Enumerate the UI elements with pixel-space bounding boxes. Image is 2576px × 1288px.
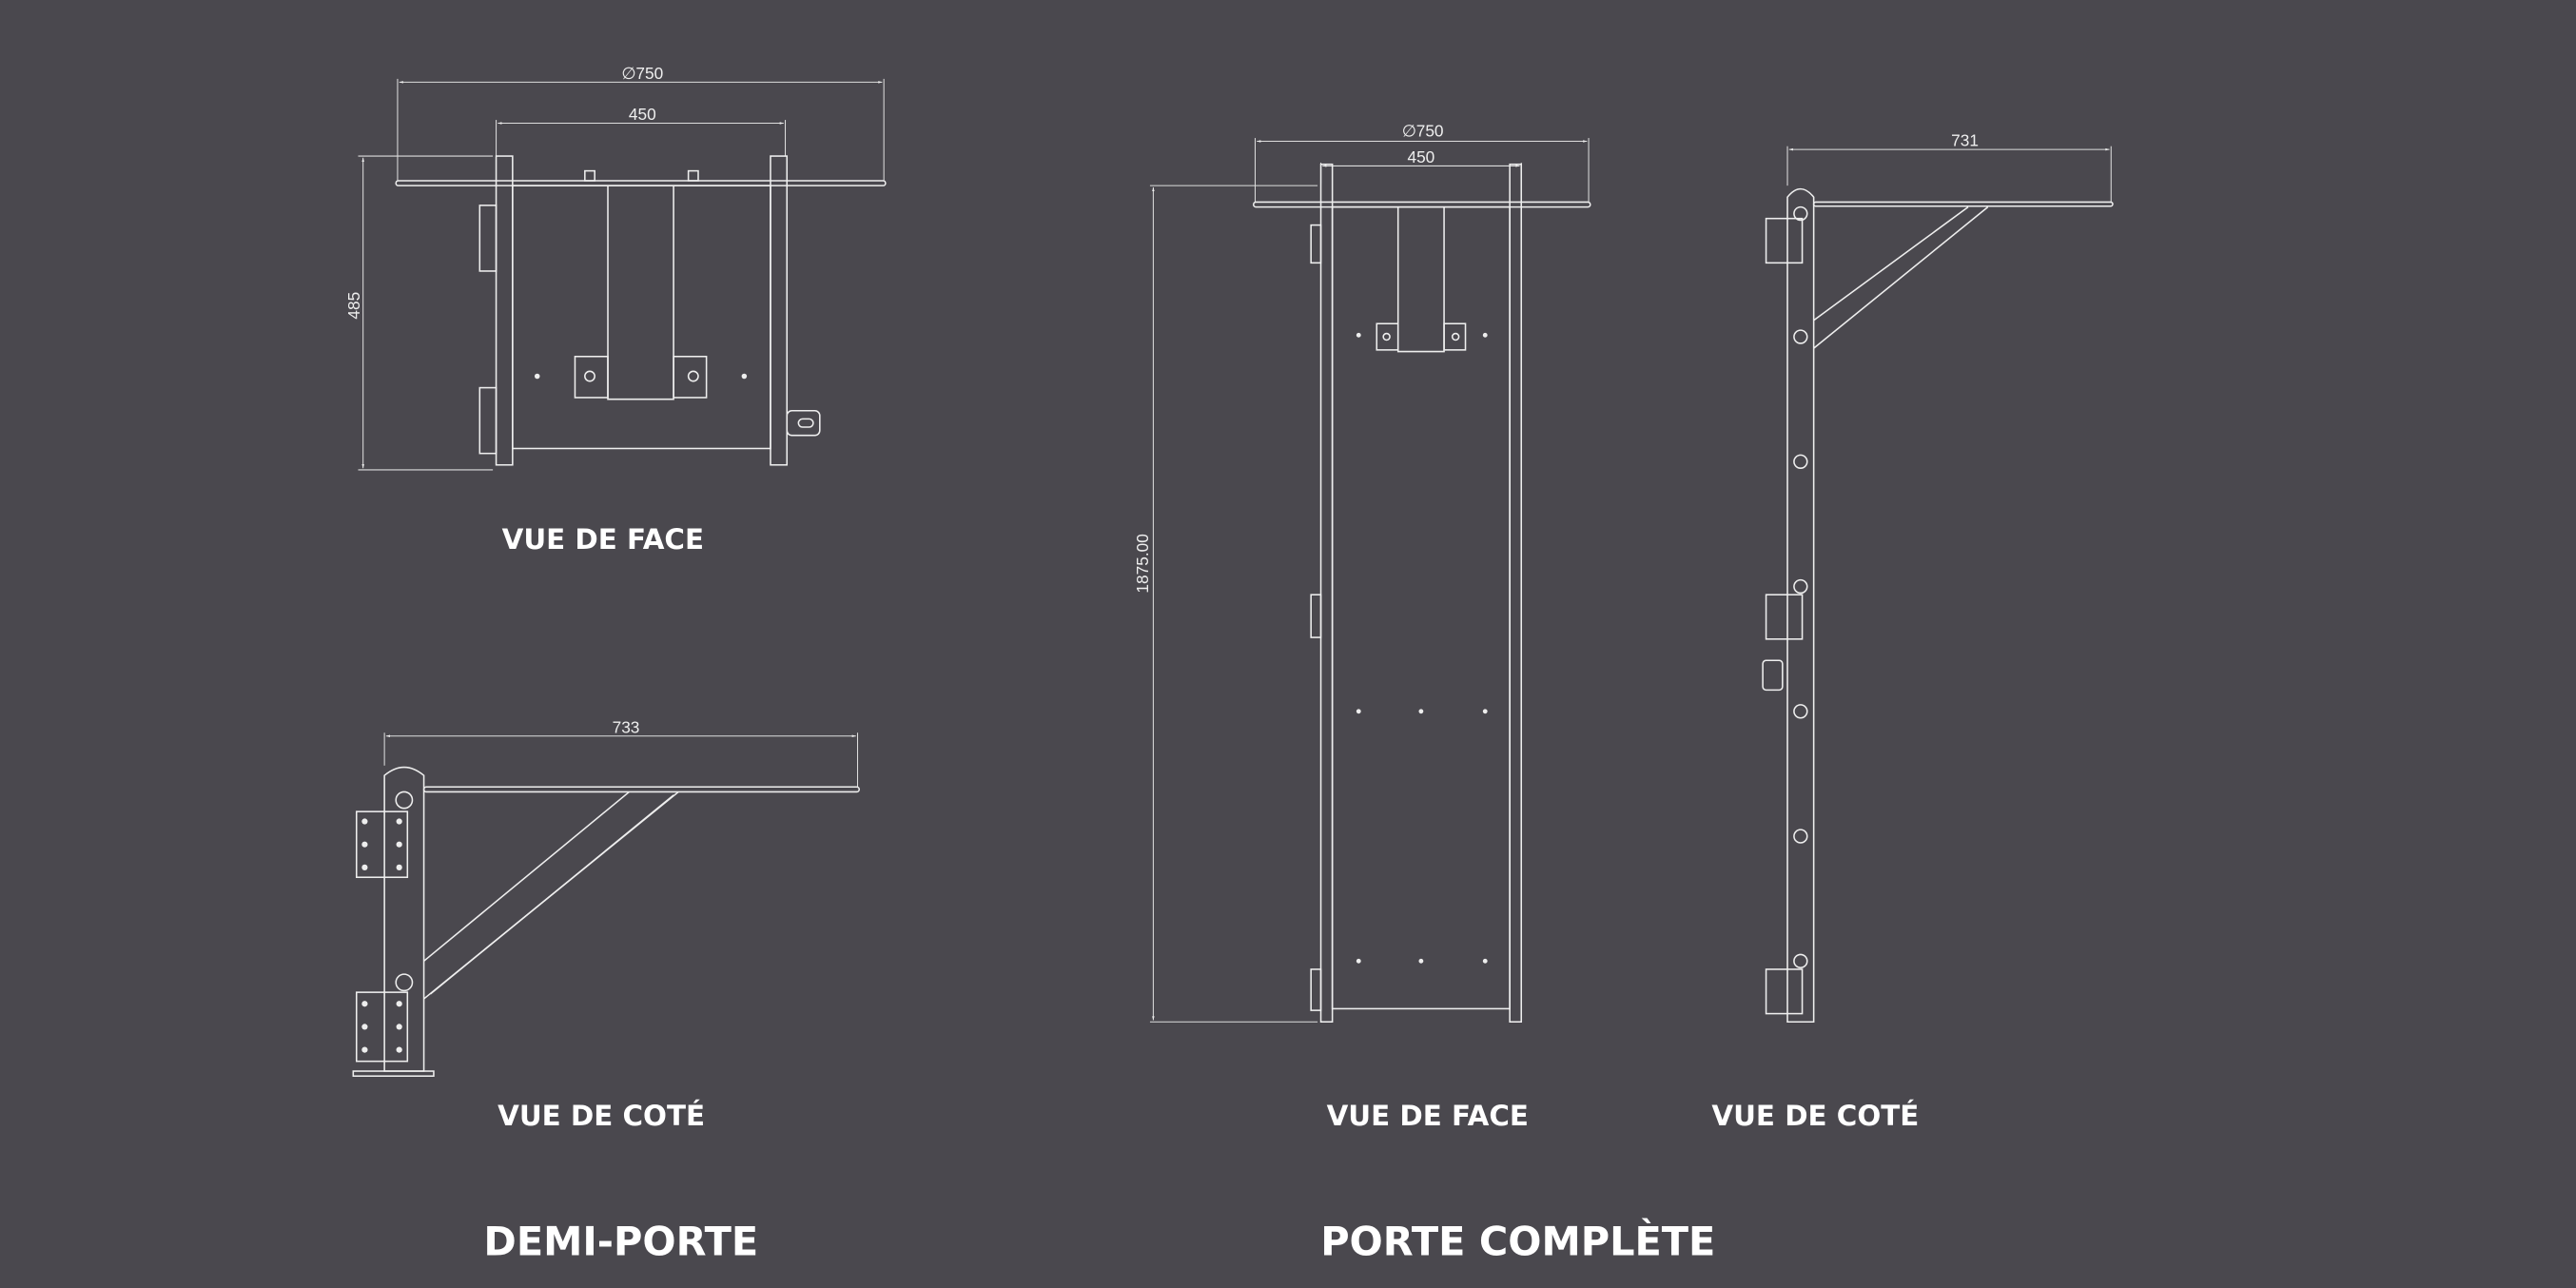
porte-complete-face-view: ∅750 450 1875.00 [1133, 121, 1591, 1023]
dimension-width: 450 [629, 105, 656, 124]
view-label: VUE DE FACE [502, 523, 704, 556]
dimension-diameter: ∅750 [1402, 121, 1444, 140]
demi-porte-face-view: ∅750 450 485 [344, 64, 887, 471]
dimension-width: 450 [1407, 147, 1434, 166]
view-label: VUE DE COTÉ [1711, 1099, 1919, 1132]
section-title-demi-porte: DEMI-PORTE [483, 1219, 758, 1264]
dimension-length: 731 [1951, 131, 1979, 150]
view-label: VUE DE COTÉ [498, 1099, 705, 1132]
porte-complete-side-view: 731 [1762, 131, 2114, 1023]
view-label: VUE DE FACE [1327, 1100, 1529, 1132]
section-title-porte-complete: PORTE COMPLÈTE [1320, 1219, 1715, 1264]
dimension-diameter: ∅750 [621, 64, 663, 83]
dimension-length: 733 [613, 717, 640, 736]
dimension-height: 485 [344, 292, 363, 320]
dimension-height: 1875.00 [1133, 534, 1152, 593]
demi-porte-side-view: 733 [352, 717, 861, 1077]
